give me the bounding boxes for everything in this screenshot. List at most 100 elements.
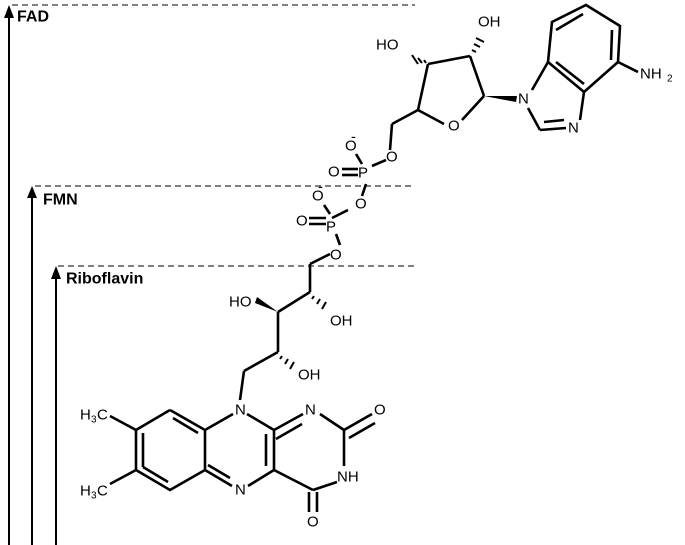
benzimidazole-double-3 — [555, 60, 585, 86]
p1-charge: - — [318, 179, 323, 196]
ribityl-oh-3: OH — [298, 367, 321, 384]
methyl-top-sub: 3 — [91, 415, 97, 426]
ribose-oh-1: HO — [376, 37, 399, 54]
ribityl-oh-2: OH — [330, 313, 353, 330]
methyl-top-c: C — [97, 407, 108, 424]
bridge-p2-bond — [360, 183, 368, 197]
imidazole-n1: N — [518, 91, 529, 108]
fad-arrowhead-icon — [4, 5, 14, 18]
ribose-c4-c3 — [416, 63, 430, 111]
methyl-bottom-sub: 3 — [91, 491, 97, 502]
ribose-ring-o: O — [448, 118, 460, 135]
middle-ring-bond-2 — [246, 412, 275, 432]
atom-labels: H 3 C H 3 C N N N NH O O HO OH OH O P O … — [80, 14, 673, 531]
o-ch2-bond — [388, 123, 394, 151]
methyl-top-h: H — [80, 407, 91, 424]
isoalloxazine-rings — [109, 408, 376, 512]
level-riboflavin: Riboflavin — [51, 265, 415, 545]
hashed-bond-oh-3 — [279, 355, 295, 370]
ribose-ring-o-left — [417, 108, 445, 126]
hashed-bond-ribose-oh-1 — [411, 54, 427, 65]
p1-bridge-bond — [331, 208, 349, 220]
amine-bond — [617, 60, 639, 74]
level-fad: FAD — [4, 4, 415, 545]
imidazole-bond-3 — [539, 126, 567, 132]
bridge-o-label: O — [355, 196, 367, 213]
n3-label: NH — [337, 469, 359, 486]
p2-o-minus-bond — [354, 153, 364, 165]
o2-label: O — [374, 402, 386, 419]
ribose-c3-c2 — [427, 54, 471, 66]
benzene-double-2 — [142, 465, 169, 484]
ester-o-1: O — [330, 247, 342, 264]
p2-label: P — [358, 165, 368, 182]
p1-label: P — [326, 219, 336, 236]
p1-o-minus-bond — [322, 204, 332, 215]
n1-label: N — [305, 402, 316, 419]
amine-nh: NH — [640, 66, 662, 83]
ribityl-bond-5 — [309, 252, 331, 266]
n5-label: N — [235, 482, 246, 499]
fusion-bond — [547, 61, 585, 93]
p1-o-minus-label: O — [312, 188, 324, 205]
riboflavin-label: Riboflavin — [66, 271, 143, 288]
hashed-bond-oh-2 — [311, 295, 327, 310]
imidazole-n3: N — [568, 120, 579, 137]
ribityl-oh-1: HO — [229, 294, 252, 311]
imidazole-bond-4 — [578, 91, 586, 121]
middle-ring-double-2 — [207, 463, 231, 480]
fmn-arrowhead-icon — [27, 186, 37, 198]
benzimidazole-benzene — [546, 3, 622, 93]
middle-ring-bond-5 — [204, 468, 233, 488]
right-ring-bond-1 — [273, 412, 304, 432]
level-fmn: FMN — [27, 185, 415, 545]
benzene-double-1 — [172, 416, 199, 435]
right-ring-bond-4 — [312, 480, 338, 492]
p2-o-bond — [371, 158, 387, 168]
benzimidazole-double-2 — [609, 29, 614, 61]
imidazole-double — [543, 118, 565, 124]
o4-label: O — [307, 514, 319, 531]
ribityl-n10-bond — [238, 370, 246, 401]
ribose-ring-o-right — [461, 95, 485, 121]
p2-double-o-label: O — [328, 164, 340, 181]
carbonyl-top-1 — [343, 412, 373, 432]
right-ring-bond-5 — [273, 468, 314, 492]
benzene-ring-bonds — [134, 408, 207, 492]
ribose-ch2-bond — [391, 108, 419, 126]
ribose-c2-c1 — [468, 55, 486, 97]
ribityl-bond-1 — [243, 350, 279, 373]
carbonyl-top-2 — [348, 421, 376, 440]
fad-label: FAD — [17, 9, 49, 26]
p2-charge: - — [351, 129, 356, 146]
methyl-bond-top — [109, 414, 137, 432]
ribityl-bond-3 — [277, 290, 311, 314]
middle-ring-bond-1 — [204, 412, 234, 432]
fmn-label: FMN — [43, 192, 78, 209]
middle-ring-bond-4 — [247, 468, 275, 488]
p1-double-o-label: O — [296, 213, 308, 230]
hashed-bond-ribose-oh-2 — [471, 37, 485, 53]
ester-o-2: O — [386, 149, 398, 166]
methyl-bottom-h: H — [80, 483, 91, 500]
benzimidazole — [526, 3, 639, 132]
p1-o-bond — [334, 233, 342, 246]
methyl-bottom-c: C — [97, 483, 108, 500]
methyl-bond-bottom — [109, 468, 137, 486]
imidazole-bond-1 — [530, 61, 550, 91]
glycosidic-wedge — [484, 96, 517, 102]
right-ring-bond-2 — [319, 412, 345, 432]
riboflavin-arrowhead-icon — [51, 266, 61, 279]
imidazole-bond-2 — [526, 107, 542, 131]
benzimidazole-double-1 — [555, 12, 584, 32]
right-ring-double-1 — [275, 422, 303, 441]
ribityl-chain — [238, 252, 331, 401]
p2-o-minus-label: O — [345, 138, 357, 155]
wedge-bond-oh-1 — [255, 297, 278, 312]
amine-sub: 2 — [667, 74, 673, 85]
n10-label: N — [235, 402, 246, 419]
ribose-ring — [391, 37, 517, 126]
ribose-oh-2: OH — [478, 14, 501, 31]
